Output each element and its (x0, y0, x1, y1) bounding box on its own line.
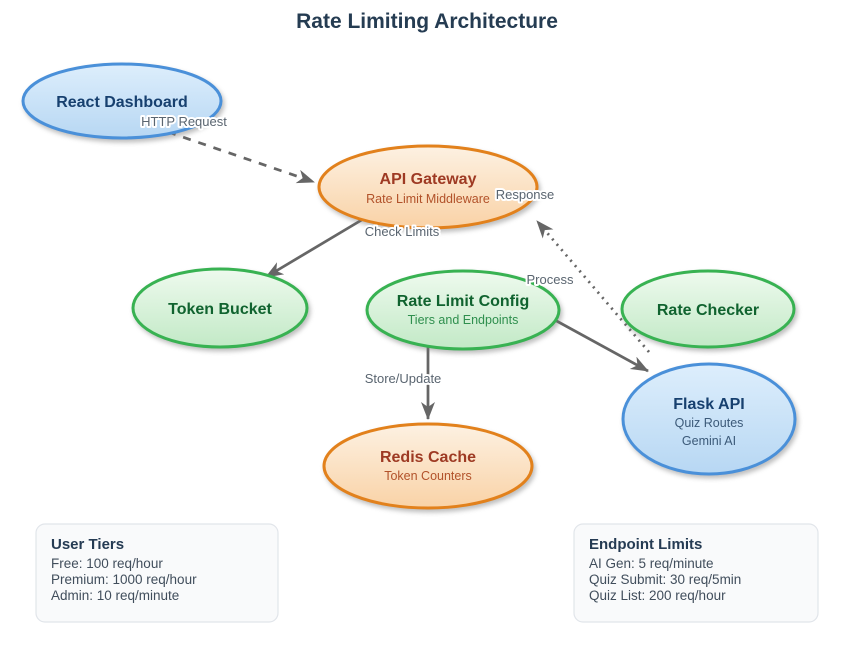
node-flask-api-sublabel-1: Quiz Routes (675, 416, 744, 430)
node-api-gateway: API Gateway Rate Limit Middleware (317, 144, 539, 230)
edge-response (535, 220, 651, 353)
node-flask-api: Flask API Quiz Routes Gemini AI (621, 362, 797, 476)
user-tiers-line-free: Free: 100 req/hour (51, 556, 163, 571)
user-tiers-title: User Tiers (51, 536, 124, 553)
endpoint-limits-line-quiz-list: Quiz List: 200 req/hour (589, 588, 726, 603)
edge-label-http-request: HTTP Request (141, 114, 227, 129)
node-redis-cache-sublabel: Token Counters (384, 469, 472, 483)
node-api-gateway-label: API Gateway (380, 171, 477, 188)
node-rate-limit-config-shape (365, 269, 561, 351)
node-rate-limit-config: Rate Limit Config Tiers and Endpoints (365, 269, 561, 351)
node-api-gateway-shape (317, 144, 539, 230)
user-tiers-box-bg (35, 523, 279, 623)
node-react-dashboard-shape (21, 62, 223, 140)
endpoint-limits-line-quiz-submit: Quiz Submit: 30 req/5min (589, 572, 741, 587)
node-rate-limit-config-label: Rate Limit Config (397, 293, 529, 310)
node-rate-checker-shape (620, 269, 796, 349)
user-tiers-line-admin: Admin: 10 req/minute (51, 588, 179, 603)
node-flask-api-sublabel-2: Gemini AI (682, 434, 736, 448)
node-redis-cache-label: Redis Cache (380, 449, 476, 466)
edge-http-request (167, 130, 315, 184)
node-token-bucket: Token Bucket (131, 267, 309, 349)
node-token-bucket-shape (131, 267, 309, 349)
node-redis-cache-shape (322, 422, 534, 510)
node-api-gateway-sublabel: Rate Limit Middleware (366, 192, 490, 206)
user-tiers-line-premium: Premium: 1000 req/hour (51, 572, 197, 587)
endpoint-limits-title: Endpoint Limits (589, 536, 702, 553)
endpoint-limits-box-bg (573, 523, 819, 623)
node-react-dashboard: React Dashboard (21, 62, 223, 140)
node-flask-api-label: Flask API (673, 396, 744, 413)
node-redis-cache: Redis Cache Token Counters (322, 422, 534, 510)
page-title: Rate Limiting Architecture (296, 10, 558, 33)
edge-check-limits (265, 213, 371, 279)
node-rate-limit-config-sublabel: Tiers and Endpoints (408, 313, 519, 327)
edge-label-response: Response (496, 187, 555, 202)
endpoint-limits-line-ai-gen: AI Gen: 5 req/minute (589, 556, 714, 571)
user-tiers-box: User Tiers Free: 100 req/hour Premium: 1… (35, 523, 279, 623)
edge-label-process: Process (527, 272, 574, 287)
node-react-dashboard-label: React Dashboard (56, 94, 188, 111)
node-rate-checker: Rate Checker (620, 269, 796, 349)
node-flask-api-shape (621, 362, 797, 476)
node-rate-checker-label: Rate Checker (657, 302, 759, 319)
node-token-bucket-label: Token Bucket (168, 301, 272, 318)
endpoint-limits-box: Endpoint Limits AI Gen: 5 req/minute Qui… (573, 523, 819, 623)
edge-label-store-update: Store/Update (365, 371, 442, 386)
edge-label-check-limits: Check Limits (365, 224, 440, 239)
